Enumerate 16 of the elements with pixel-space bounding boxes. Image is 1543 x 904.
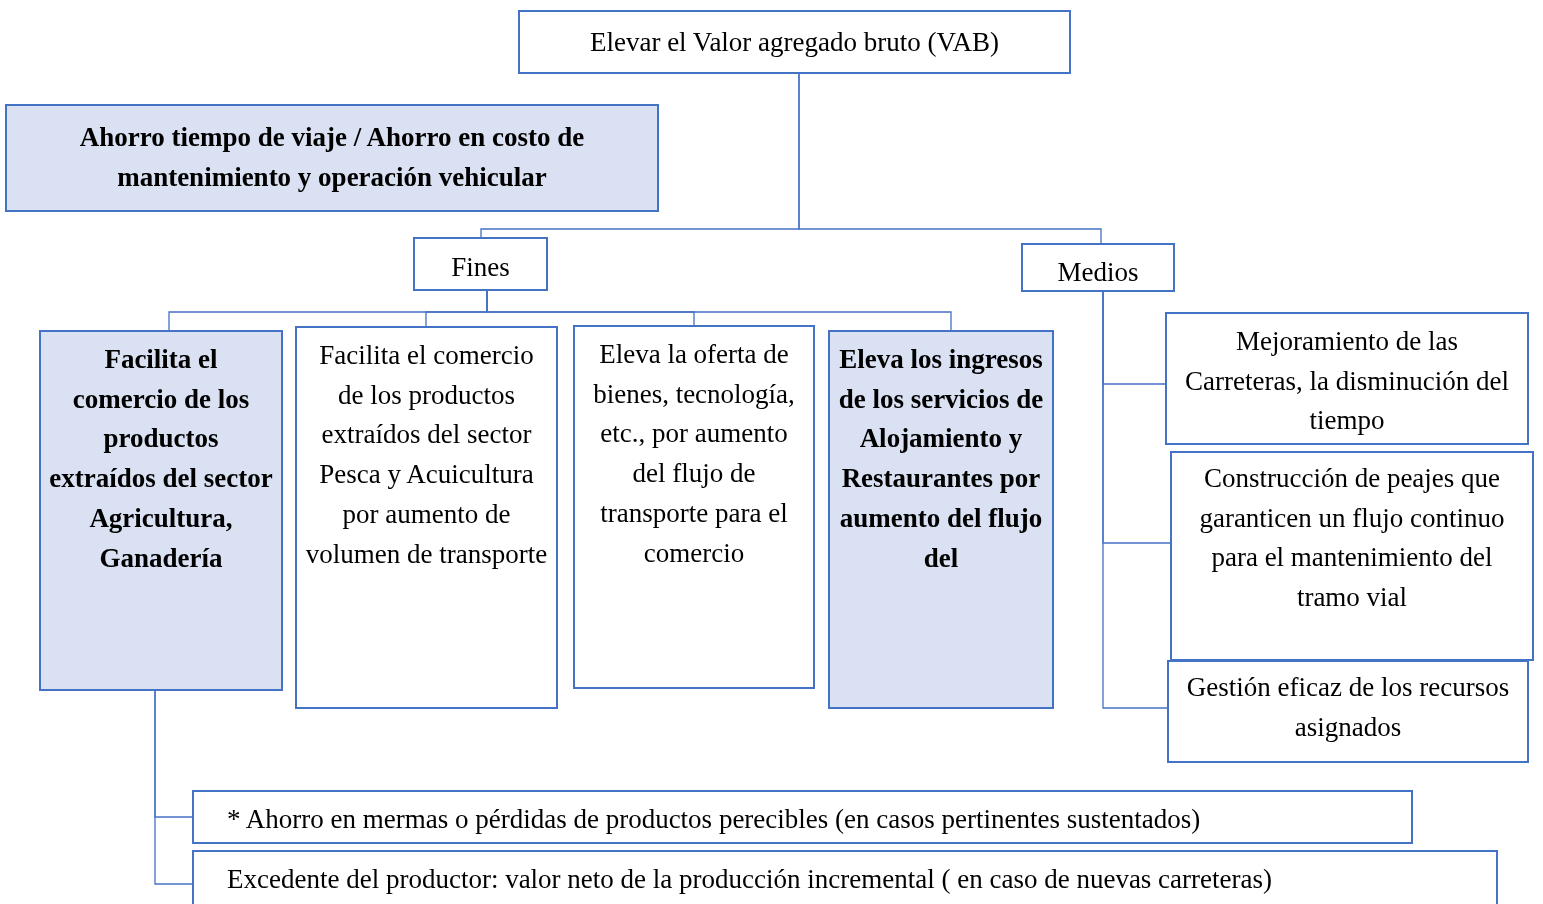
text-box: Eleva la oferta de bienes, tecnología, etc., por aumento del flujo de transporte para el comercio — [573, 325, 815, 689]
text-box: Fines — [413, 237, 548, 291]
text-box: Gestión eficaz de los recursos asignados — [1167, 660, 1529, 763]
text-box: Elevar el Valor agregado bruto (VAB) — [518, 10, 1071, 74]
text-box: Mejoramiento de las Carreteras, la disminución del tiempo — [1165, 312, 1529, 445]
text-box: Facilita el comercio de los productos extraídos del sector Pesca y Acuicultura por aumento de volumen de transporte — [295, 326, 558, 709]
highlighted-box: Facilita el comercio de los productos extraídos del sector Agricultura, Ganadería — [39, 330, 283, 691]
text-box: Excedente del productor: valor neto de la producción incremental ( en caso de nuevas carreteras) — [192, 850, 1498, 904]
text-box: Construcción de peajes que garanticen un flujo continuo para el mantenimiento del tramo vial — [1170, 451, 1534, 661]
connector-line — [154, 690, 193, 885]
connector-line — [1102, 291, 1168, 709]
text-box: * Ahorro en mermas o pérdidas de productos perecibles (en casos pertinentes sustentados) — [192, 790, 1413, 844]
text-box: Medios — [1021, 243, 1175, 292]
highlighted-box: Eleva los ingresos de los servicios de Alojamiento y Restaurantes por aumento del flujo del — [828, 330, 1054, 709]
connector-line — [798, 73, 1102, 244]
highlighted-box: Ahorro tiempo de viaje / Ahorro en costo de mantenimiento y operación vehicular — [5, 104, 659, 212]
